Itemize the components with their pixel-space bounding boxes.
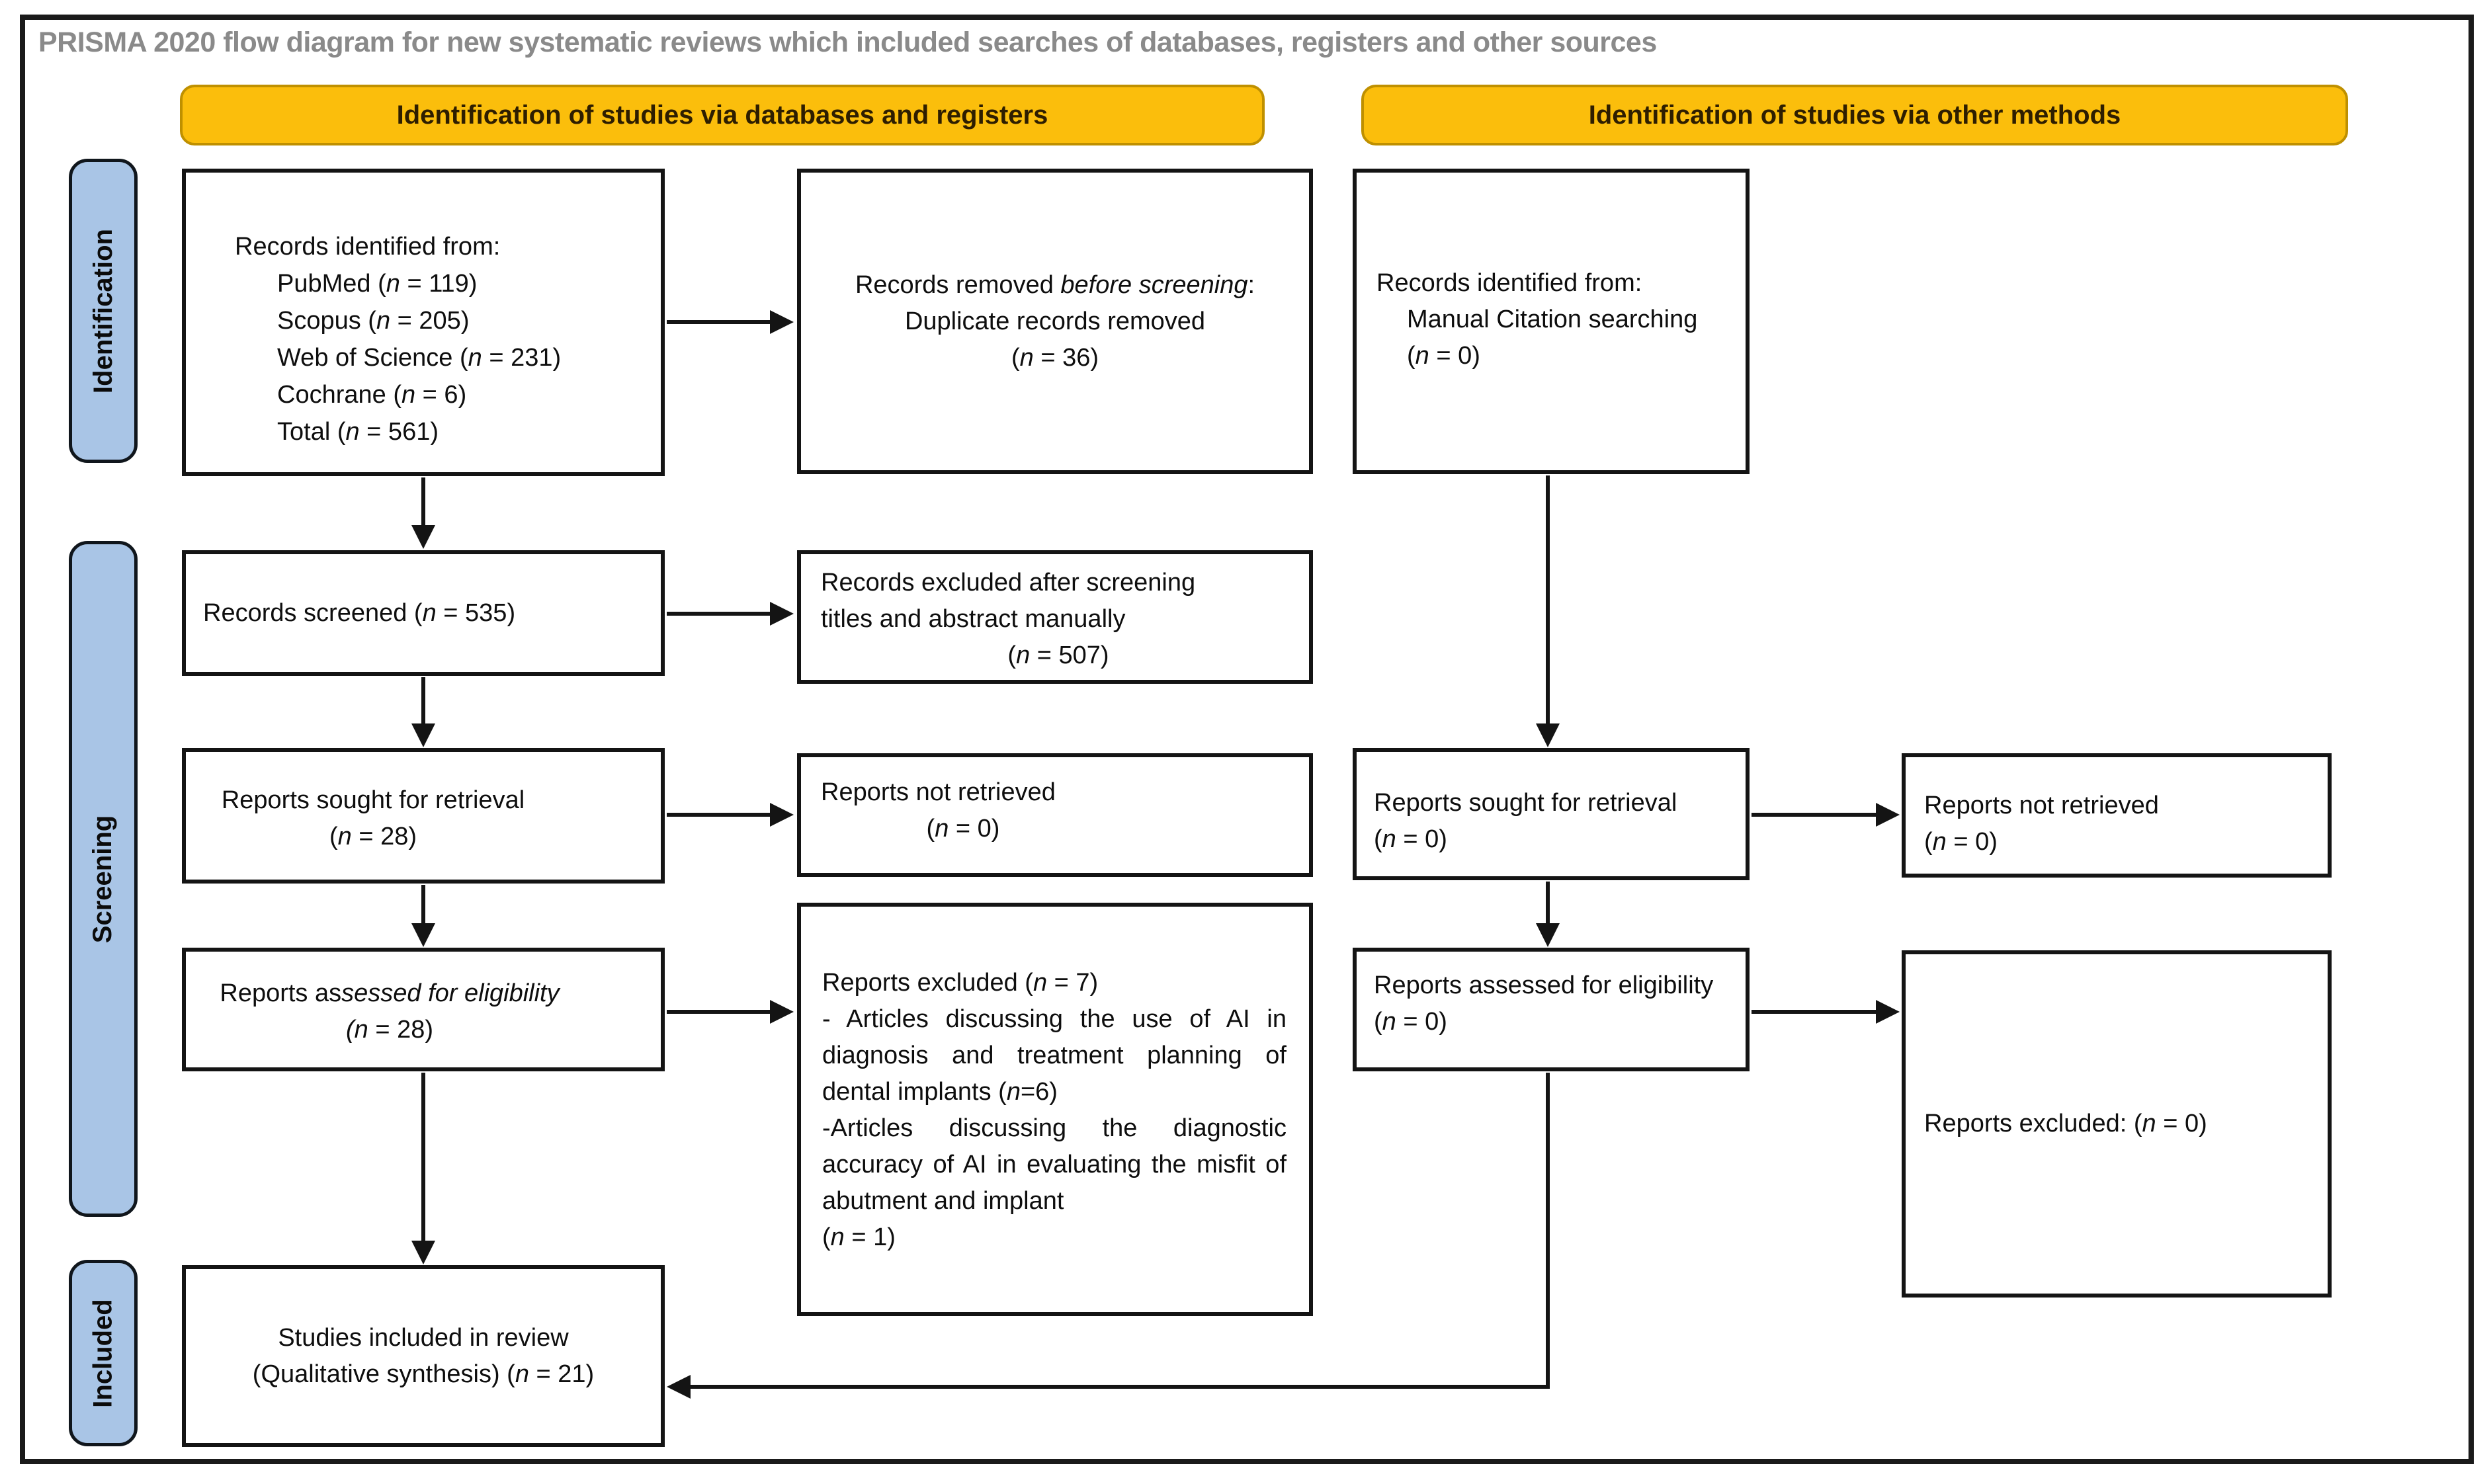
- box-records-screened: Records screened (n = 535): [182, 550, 665, 676]
- box-reports-sought-databases: Reports sought for retrieval (n = 28): [182, 748, 665, 884]
- box-text-line: (Qualitative synthesis) (n = 21): [252, 1360, 595, 1388]
- stage-label-screening: Screening: [69, 541, 138, 1217]
- box-text-line: Manual Citation searching: [1407, 306, 1698, 333]
- banner-other-methods-label: Identification of studies via other meth…: [1588, 100, 2121, 130]
- stage-label-included-text: Included: [88, 1298, 118, 1408]
- box-text-line: Scopus (n = 205): [277, 307, 470, 335]
- box-text-line: Duplicate records removed: [904, 307, 1206, 335]
- box-text-line: (n = 36): [1011, 343, 1099, 372]
- box-text-line: Reports excluded: (n = 0): [1924, 1110, 2207, 1137]
- banner-other-methods: Identification of studies via other meth…: [1361, 85, 2348, 145]
- stage-label-included: Included: [69, 1260, 138, 1446]
- box-text-line: PubMed (n = 119): [277, 270, 478, 298]
- box-text-line: (n = 507): [1007, 641, 1109, 669]
- box-text-line: (n = 28): [345, 1016, 434, 1044]
- diagram-title: PRISMA 2020 flow diagram for new systema…: [38, 26, 1657, 58]
- box-text-line: (n = 0): [1374, 1008, 1447, 1036]
- box-text-line: Web of Science (n = 231): [277, 344, 562, 372]
- box-text-line: titles and abstract manually: [821, 605, 1126, 633]
- box-text-line: Records excluded after screening: [821, 569, 1196, 597]
- stage-label-identification-text: Identification: [88, 228, 118, 393]
- box-text-line: Cochrane (n = 6): [277, 381, 467, 409]
- box-text-line: (n = 0): [926, 815, 1000, 843]
- box-text-line: - Articles discussing the use of AI in d…: [822, 1005, 1287, 1106]
- box-text-line: Records screened (n = 535): [203, 598, 516, 627]
- box-text-line: (n = 0): [1407, 342, 1480, 370]
- box-text-line: Reports not retrieved: [821, 778, 1056, 806]
- box-text-line: Reports sought for retrieval: [221, 786, 525, 814]
- box-text-line: Records removed before screening:: [855, 270, 1255, 299]
- box-records-identified-databases: Records identified from: PubMed (n = 119)…: [182, 169, 665, 476]
- box-records-removed-before-screening: Records removed before screening: Duplica…: [797, 169, 1313, 474]
- box-reports-sought-other-methods: Reports sought for retrieval (n = 0): [1353, 748, 1750, 880]
- box-reports-assessed-databases: Reports assessed for eligibility (n = 28): [182, 948, 665, 1071]
- box-text-line: -Articles discussing the diagnostic accu…: [822, 1114, 1287, 1215]
- stage-label-screening-text: Screening: [88, 815, 118, 943]
- box-text-line: (n = 1): [822, 1223, 896, 1251]
- box-text-line: Records identified from:: [235, 233, 501, 261]
- banner-databases-registers: Identification of studies via databases …: [180, 85, 1265, 145]
- box-text-line: Reports sought for retrieval: [1374, 789, 1677, 817]
- box-reports-excluded-other-methods: Reports excluded: (n = 0): [1902, 950, 2332, 1298]
- box-text-line: (n = 0): [1374, 825, 1447, 853]
- stage-label-identification: Identification: [69, 159, 138, 463]
- box-studies-included-in-review: Studies included in review (Qualitative s…: [182, 1265, 665, 1447]
- box-text-line: (n = 0): [1924, 828, 1998, 856]
- box-records-excluded-after-screening: Records excluded after screening titles a…: [797, 550, 1313, 684]
- box-text-line: (n = 28): [329, 823, 417, 850]
- banner-databases-registers-label: Identification of studies via databases …: [396, 100, 1048, 130]
- box-records-identified-other-methods: Records identified from: Manual Citation …: [1353, 169, 1750, 474]
- box-text-line: Records identified from:: [1376, 269, 1642, 297]
- box-reports-assessed-other-methods: Reports assessed for eligibility (n = 0): [1353, 948, 1750, 1071]
- box-text-line: Total (n = 561): [277, 418, 439, 446]
- box-text-line: Reports assessed for eligibility: [220, 979, 560, 1007]
- box-text-line: Reports not retrieved: [1924, 792, 2159, 819]
- box-reports-excluded-reasons: Reports excluded (n = 7) - Articles discu…: [797, 903, 1313, 1316]
- box-text-line: Reports assessed for eligibility: [1374, 971, 1714, 999]
- box-reports-not-retrieved-databases: Reports not retrieved (n = 0): [797, 753, 1313, 877]
- box-reports-not-retrieved-other-methods: Reports not retrieved (n = 0): [1902, 753, 2332, 878]
- box-text-line: Reports excluded (n = 7): [822, 969, 1099, 997]
- box-text-line: Studies included in review: [278, 1323, 569, 1352]
